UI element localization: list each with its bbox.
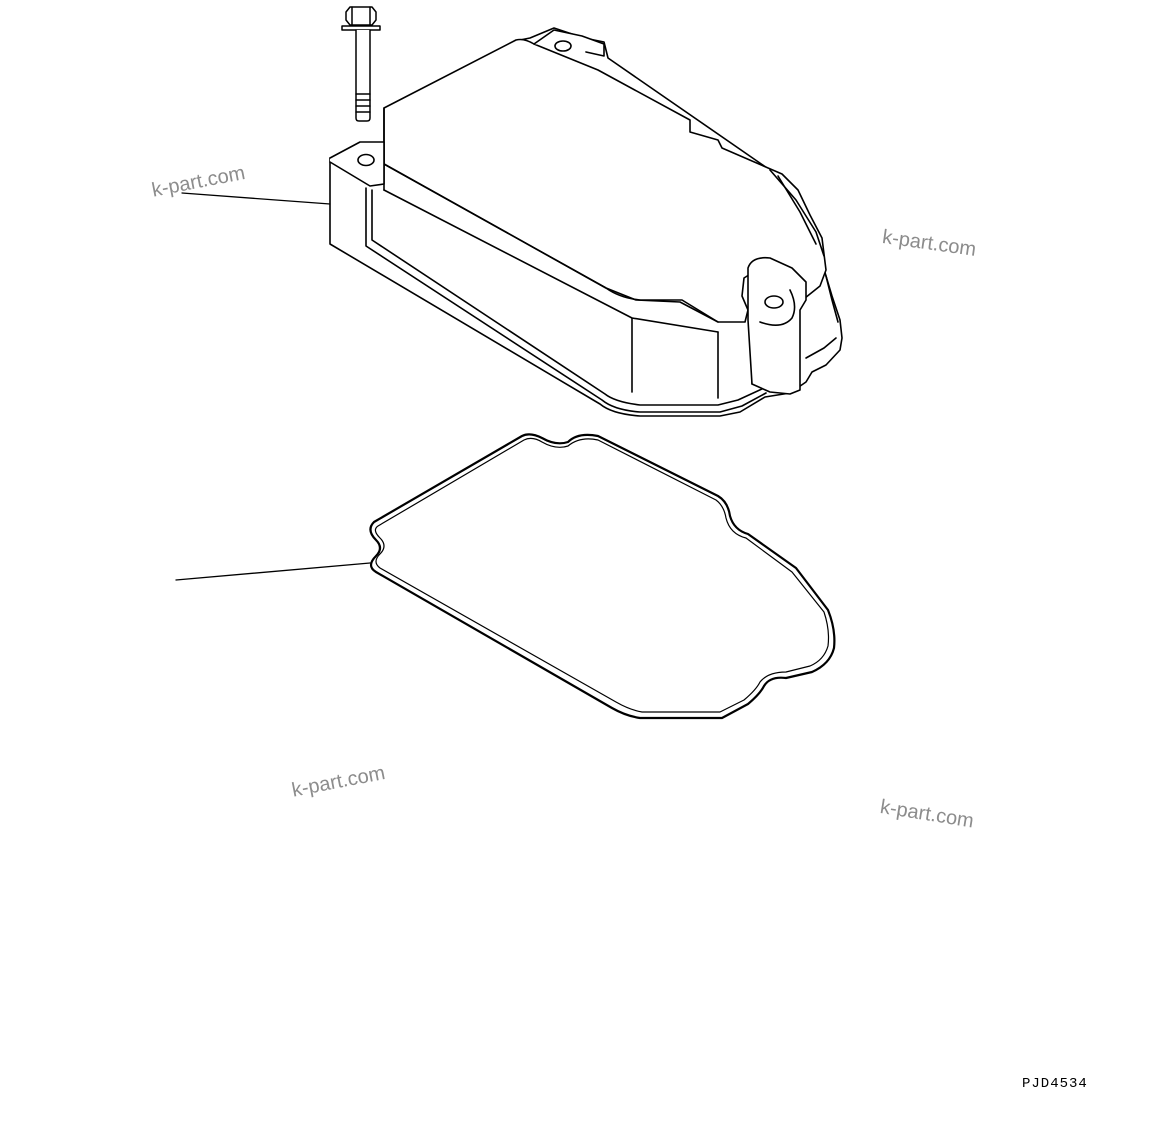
cylinder-head-cover xyxy=(329,27,843,417)
leader-lines xyxy=(175,192,371,581)
gasket xyxy=(369,433,836,720)
leader-line-cover xyxy=(181,192,331,205)
bolt xyxy=(341,6,381,122)
drawing-number: PJD4534 xyxy=(1022,1076,1088,1092)
leader-line-gasket xyxy=(175,562,371,581)
